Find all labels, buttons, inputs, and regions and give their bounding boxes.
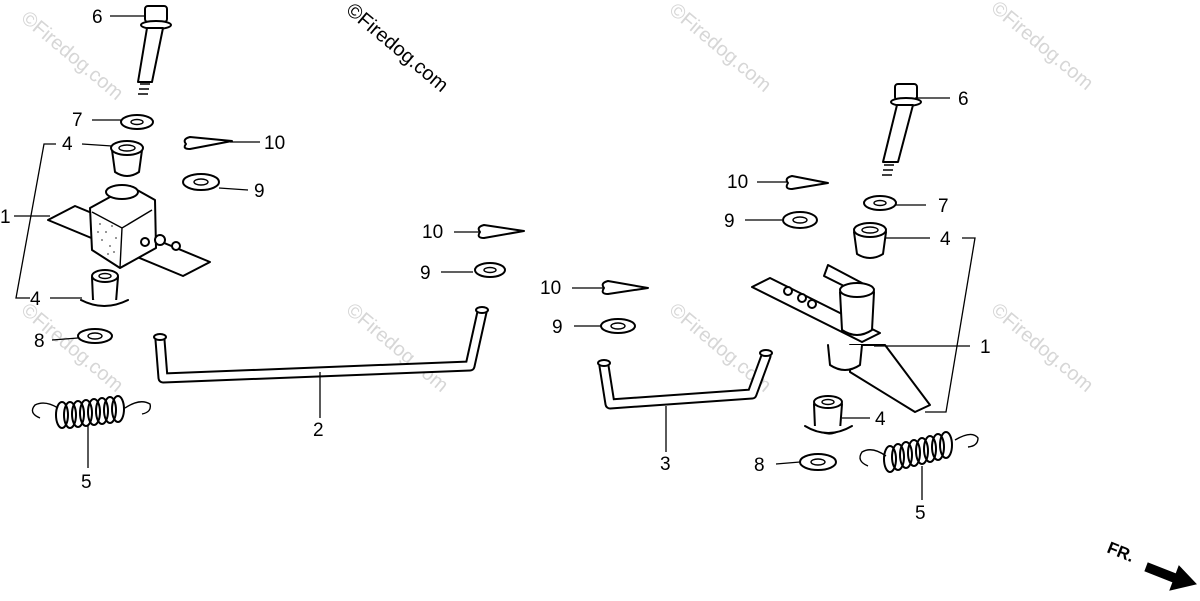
washer-9-center-a <box>474 262 506 278</box>
bracket-right <box>751 264 931 413</box>
callout-4-right-bottom: 4 <box>875 409 886 430</box>
callout-9-center-a: 9 <box>420 263 431 284</box>
washer-8-right <box>799 453 837 471</box>
callout-5-right: 5 <box>915 503 926 524</box>
watermark-main: ©Firedog.com <box>342 0 453 97</box>
callout-6-right: 6 <box>958 89 969 110</box>
watermark: ©Firedog.com <box>17 7 128 105</box>
bushing-top-left <box>110 140 144 177</box>
watermark: ©Firedog.com <box>987 0 1098 95</box>
callout-2: 2 <box>313 420 324 441</box>
callout-10-center-a: 10 <box>422 222 443 243</box>
front-arrow-icon <box>1144 562 1197 591</box>
spring-right <box>859 431 979 473</box>
bolt-left <box>137 5 172 95</box>
callout-8-left: 8 <box>34 331 45 352</box>
pin-10-center-b <box>601 280 649 295</box>
callout-7-left: 7 <box>72 110 83 131</box>
watermark: ©Firedog.com <box>665 0 776 97</box>
rod-3 <box>597 349 773 410</box>
callout-4-left-top: 4 <box>62 134 73 155</box>
leader-lines <box>14 15 976 500</box>
callout-4-right-top: 4 <box>940 229 951 250</box>
washer-8-left <box>77 328 113 344</box>
washer-9-right <box>782 211 818 229</box>
bracket-left <box>47 184 211 277</box>
callout-9-center-b: 9 <box>552 317 563 338</box>
bushing-bottom-left <box>80 269 129 307</box>
callout-4-left-bottom: 4 <box>30 289 41 310</box>
callout-1-right: 1 <box>980 337 991 358</box>
callout-10-left: 10 <box>264 133 285 154</box>
callout-1-left: 1 <box>0 207 11 228</box>
pin-10-center-a <box>477 224 525 239</box>
callout-10-center-b: 10 <box>540 278 561 299</box>
callouts: 6 7 4 10 9 1 4 8 5 2 10 9 10 9 3 6 10 7 … <box>0 7 991 524</box>
callout-9-right: 9 <box>724 211 735 232</box>
watermark: ©Firedog.com <box>987 299 1098 397</box>
front-label: FR. <box>1105 538 1138 566</box>
right-assembly <box>751 83 979 473</box>
callout-6-left: 6 <box>92 7 103 28</box>
bushing-top-right <box>853 222 887 259</box>
washer-9-left <box>182 173 220 191</box>
pin-10-right <box>785 175 829 190</box>
callout-10-right: 10 <box>727 172 748 193</box>
left-assembly <box>31 5 233 429</box>
bolt-right <box>882 83 922 176</box>
front-direction-indicator: FR. <box>1105 538 1197 591</box>
washer-7-left <box>120 114 154 130</box>
callout-9-left: 9 <box>254 181 265 202</box>
callout-5-left: 5 <box>81 472 92 493</box>
watermark: ©Firedog.com <box>342 299 453 397</box>
callout-3: 3 <box>660 454 671 475</box>
washer-7-right <box>863 195 897 211</box>
pin-10-left <box>183 136 233 150</box>
callout-7-right: 7 <box>938 196 949 217</box>
callout-8-right: 8 <box>754 455 765 476</box>
bushing-bottom-right <box>804 395 853 435</box>
washer-9-center-b <box>600 318 636 334</box>
spring-left <box>31 395 152 429</box>
rod-2 <box>153 306 489 384</box>
